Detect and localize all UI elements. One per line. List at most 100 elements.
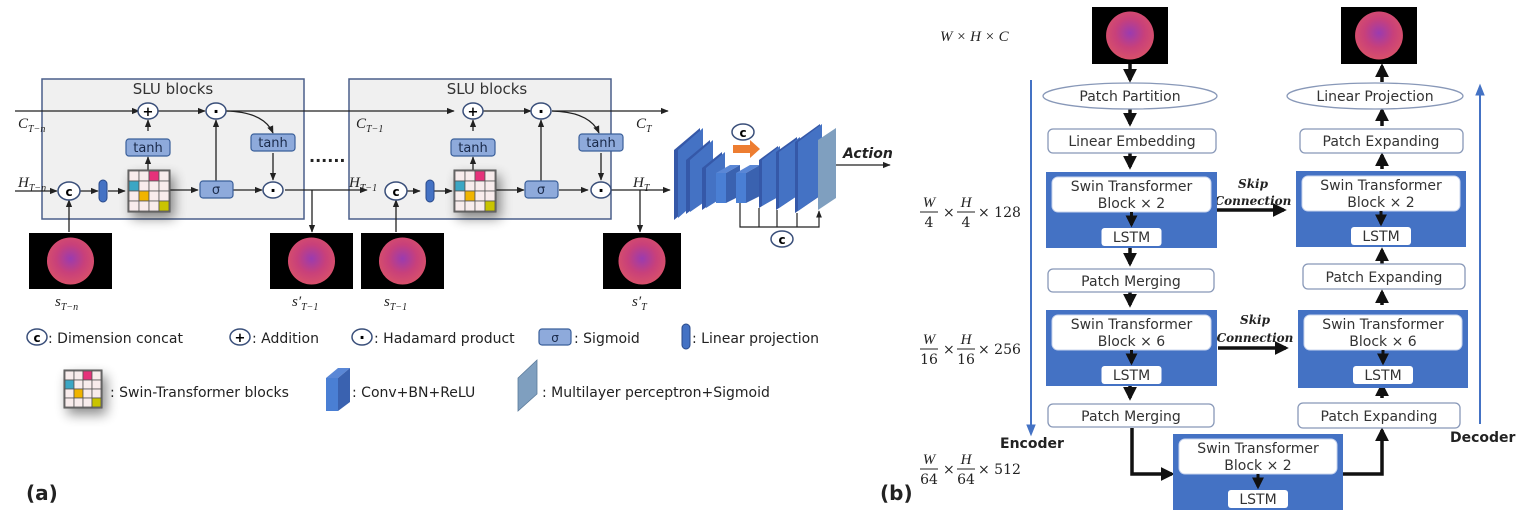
concat-icon [26, 328, 48, 346]
svg-text:·: · [270, 181, 276, 200]
svg-text:: Swin-Transformer blocks: : Swin-Transformer blocks [110, 385, 289, 401]
concat-node-bottom: c [770, 230, 794, 248]
swin-block-count: Block × 2 [1347, 195, 1414, 211]
conv-layer-6 [759, 146, 780, 208]
dim-label-3: W64×H64× 512 [920, 452, 1021, 488]
svg-text:: Linear projection: : Linear projection [692, 331, 819, 347]
fraction-denominator: 16 [957, 352, 975, 368]
legend-item-conv: : Conv+BN+ReLU [326, 368, 475, 411]
svg-text:CT−n: CT−n [18, 116, 45, 135]
addition-node-1: + [137, 102, 159, 120]
swin-block-count: Block × 6 [1349, 334, 1416, 350]
label-h-t-1: HT−1 [348, 175, 377, 194]
swin-grid-cell [138, 180, 150, 192]
patch-partition: Patch Partition [1042, 82, 1218, 110]
swin-grid-cell [158, 170, 170, 182]
orange-arrow [733, 140, 760, 158]
concat-node-2: c [384, 181, 408, 201]
swin-grid-cell [138, 190, 150, 202]
fraction-numerator: W [923, 195, 937, 211]
swin-grid-cell [158, 200, 170, 212]
lstm-box [1353, 366, 1413, 384]
label-h-t: HT [632, 175, 651, 194]
retina-disc [1355, 11, 1403, 60]
linear-projection-2 [425, 179, 435, 203]
svg-text:Skip: Skip [1240, 313, 1271, 327]
output-retina-image [1341, 7, 1417, 64]
svg-text:σ: σ [212, 183, 220, 198]
slu-block-2-title: SLU blocks [447, 80, 528, 98]
state-label-s-t-1: sT−1 [384, 294, 407, 313]
channel-count: × 128 [978, 205, 1021, 221]
lstm-box [1351, 227, 1411, 245]
times-sign: × [943, 342, 955, 358]
arrow-bottleneck-in [1130, 428, 1175, 481]
tanh-box-3: tanh [450, 138, 496, 157]
svg-text:+: + [468, 105, 479, 120]
swin-grid-cell [474, 170, 486, 182]
fraction-denominator: 4 [962, 215, 971, 231]
swin-grid-cell [454, 170, 466, 182]
svg-text:σ: σ [551, 331, 559, 345]
svg-text:·: · [538, 102, 544, 121]
swin-grid-cell [148, 190, 160, 202]
retina-image-s-t-n [29, 233, 112, 289]
svg-text:: Conv+BN+ReLU: : Conv+BN+ReLU [352, 385, 475, 401]
lstm-box [1101, 228, 1162, 246]
svg-text:: Dimension concat: : Dimension concat [48, 331, 183, 347]
legend-item-swin: : Swin-Transformer blocks [63, 369, 289, 409]
swin-grid-cell [484, 180, 496, 192]
svg-text:: Addition: : Addition [252, 331, 319, 347]
swin-block-count: Block × 2 [1224, 458, 1291, 474]
svg-text:CT: CT [636, 116, 653, 135]
label-h-t-n: HT−n [17, 175, 46, 194]
swin-grid-cell [128, 190, 140, 202]
swin-grid-cell [464, 170, 476, 182]
patch-expanding-2: Patch Expanding [1302, 263, 1466, 290]
legend-item-sigmoid: σ : Sigmoid [538, 328, 640, 347]
channel-count: × 256 [978, 342, 1021, 358]
sigma-box-2: σ [524, 180, 559, 199]
svg-text:Patch Partition: Patch Partition [1079, 89, 1180, 105]
retina-disc [287, 237, 336, 285]
lstm-label: LSTM [1113, 230, 1150, 246]
svg-text:·: · [359, 328, 365, 347]
encoder-label: Encoder [1000, 436, 1064, 452]
svg-text:tanh: tanh [586, 136, 616, 151]
svg-text:c: c [739, 126, 746, 140]
swin-grid-cell [82, 388, 93, 399]
svg-text:c: c [33, 331, 40, 345]
addition-icon [229, 328, 251, 346]
retina-disc [618, 237, 666, 285]
concat-node-1: c [57, 181, 81, 201]
skip-label-2: Skip Connection [1217, 313, 1294, 345]
svg-text:: Sigmoid: : Sigmoid [574, 331, 640, 347]
label-c-t: CT [636, 116, 653, 135]
legend: c : Dimension concat + : Addition · : Ha… [26, 323, 819, 412]
times-sign: × [943, 462, 955, 478]
input-dim-label: W × H × C [940, 29, 1010, 45]
swin-grid-cell [474, 180, 486, 192]
fraction-denominator: 4 [925, 215, 934, 231]
retina-disc [46, 237, 95, 285]
retina-image-s-t-1 [361, 233, 444, 289]
swin-grid-cell [82, 379, 93, 390]
swin-block-title: Swin Transformer [1071, 317, 1193, 333]
swin-grid-cell [454, 180, 466, 192]
swin-grid-1 [127, 169, 171, 213]
swin-grid-cell [484, 170, 496, 182]
label-c-t-1: CT−1 [356, 116, 383, 135]
linear-embedding: Linear Embedding [1047, 128, 1217, 154]
panel-b-label: (b) [880, 481, 913, 505]
concat-node-top: c [731, 123, 755, 141]
curve-arrow-2 [551, 110, 600, 134]
svg-text:Patch Merging: Patch Merging [1081, 409, 1181, 425]
input-retina-image [1092, 7, 1168, 64]
sigma-box-1: σ [199, 180, 234, 199]
panel-a-label: (a) [26, 481, 58, 505]
label-c-t-n: CT−n [18, 116, 45, 135]
swin-block-title: Swin Transformer [1197, 441, 1319, 457]
